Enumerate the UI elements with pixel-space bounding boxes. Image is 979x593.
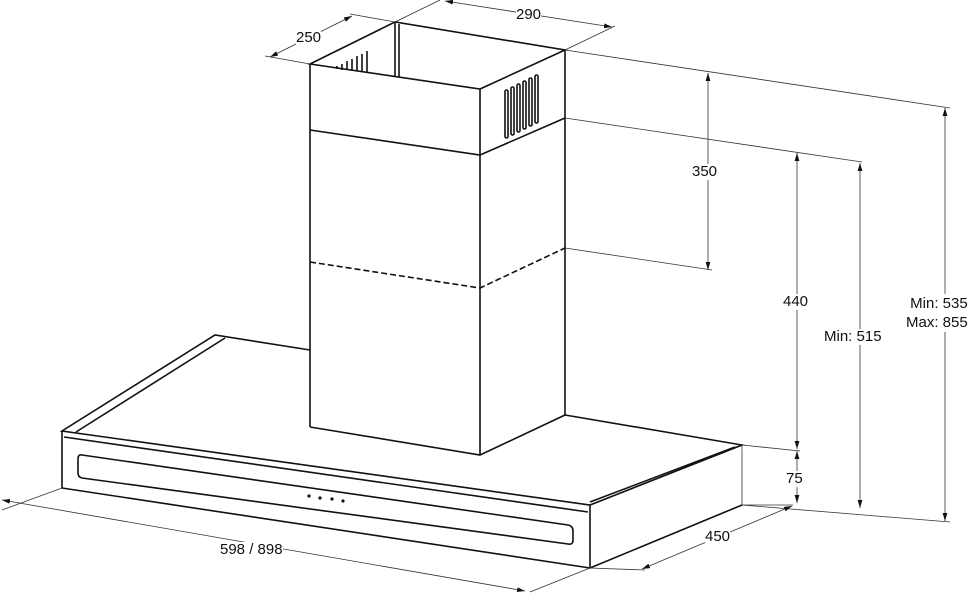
button-2[interactable] [318, 496, 322, 500]
dim-max-855: Max: 855 [906, 314, 968, 331]
vent-slots-right [504, 74, 539, 139]
control-buttons [307, 494, 345, 503]
button-3[interactable] [330, 497, 334, 501]
button-4[interactable] [341, 499, 345, 503]
button-1[interactable] [307, 494, 311, 498]
dim-total-height: Min: 535 Max: 855 [906, 294, 968, 332]
dim-chimney-width: 290 [516, 6, 542, 23]
dim-lower-chimney: 440 [783, 293, 809, 310]
dim-chimney-depth: 250 [296, 29, 322, 46]
canopy [59, 334, 745, 569]
dim-min-515: Min: 515 [824, 328, 882, 345]
chimney [307, 21, 568, 456]
vent-slots-back [336, 51, 368, 72]
dim-canopy-depth: 450 [705, 528, 731, 545]
front-panel [77, 454, 574, 545]
dim-canopy-height: 75 [786, 470, 803, 487]
dim-min-535: Min: 535 [910, 295, 968, 312]
dim-upper-chimney: 350 [692, 163, 718, 180]
dim-canopy-width: 598 / 898 [220, 541, 283, 558]
